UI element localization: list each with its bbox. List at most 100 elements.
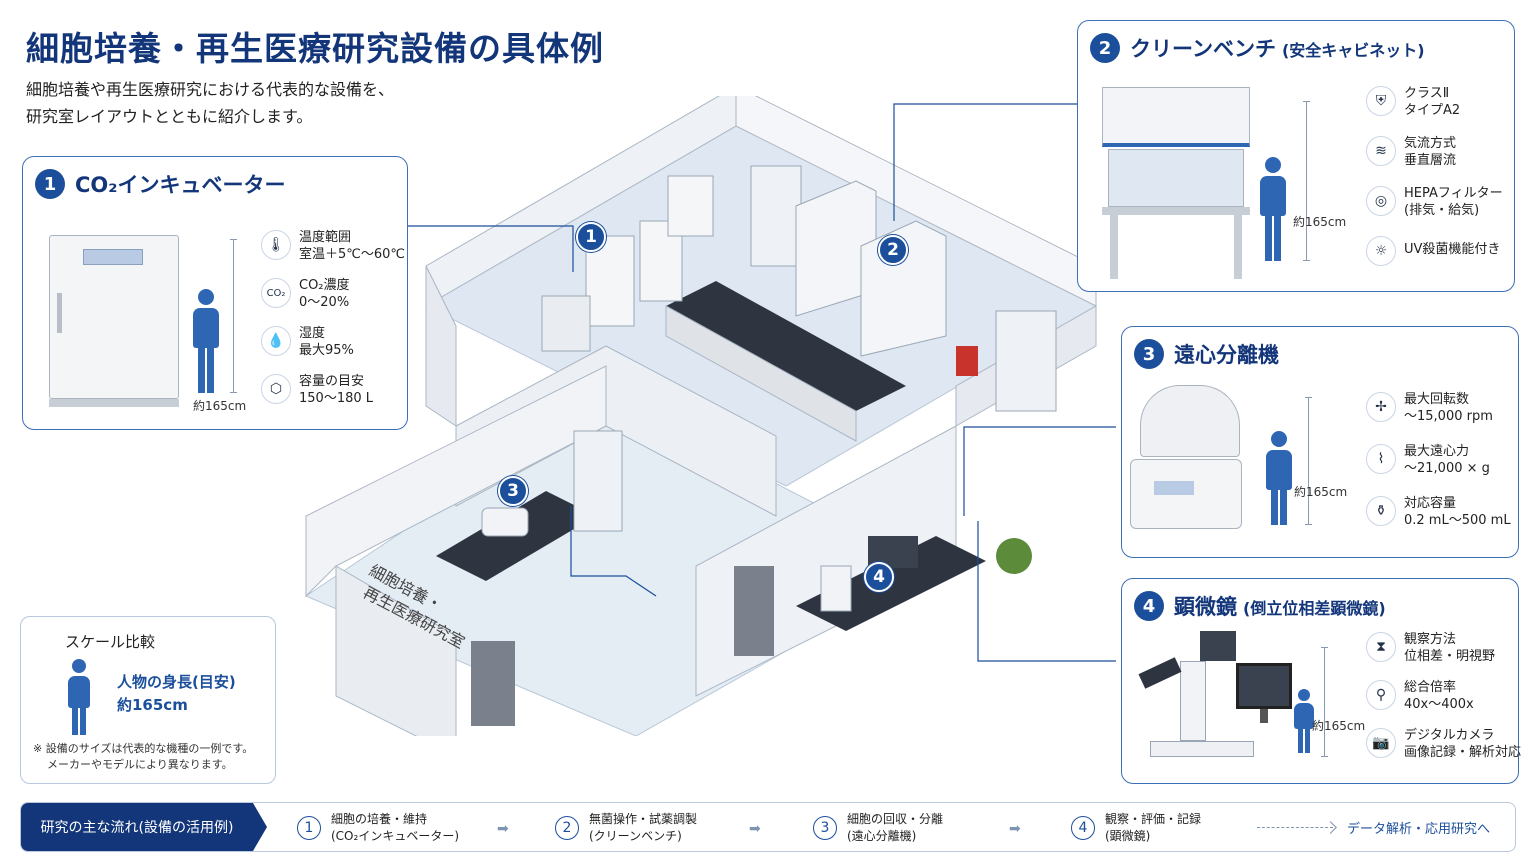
wall-lower-front	[335, 565, 457, 736]
arrow-right-icon: ➡	[1009, 821, 1021, 837]
spec-item: ◎HEPAフィルター(排気・給気)	[1366, 185, 1503, 235]
card-header: 4 顕微鏡(倒立位相差顕微鏡)	[1134, 591, 1386, 621]
lab-marker-1: 1	[576, 222, 606, 252]
flow-end-label: データ解析・応用研究へ	[1347, 822, 1491, 837]
cleanbench-illustration	[1102, 87, 1252, 283]
lab-cabinet	[995, 310, 1057, 412]
rotor-icon: ✢	[1366, 392, 1396, 422]
card-header: 3 遠心分離機	[1134, 339, 1279, 369]
flow-header: 研究の主な流れ(設備の活用例)	[21, 803, 267, 851]
lab-marker-4: 4	[864, 562, 894, 592]
lab-incubator	[667, 175, 714, 237]
card-title: CO₂インキュベーター	[75, 173, 286, 197]
water-drop-icon: 💧	[261, 326, 291, 356]
flow-step-number: 4	[1071, 816, 1095, 840]
uv-icon: ☼	[1366, 236, 1396, 266]
research-flow-bar: 研究の主な流れ(設備の活用例) 1 細胞の培養・維持(CO₂インキュベーター) …	[20, 802, 1516, 852]
scale-note: ※ 設備のサイズは代表的な機種の一例です。 メーカーやモデルにより異なります。	[33, 742, 254, 771]
spec-item: 🌡温度範囲室温＋5℃～60℃	[261, 229, 405, 277]
shield-icon: ⛨	[1366, 86, 1396, 116]
lab-freezer	[573, 430, 623, 532]
card-number: 2	[1090, 33, 1120, 63]
magnifier-icon: ⚲	[1366, 680, 1396, 710]
flow-step: 2 無菌操作・試薬調製(クリーンベンチ)	[555, 811, 697, 845]
lab-marker-2: 2	[878, 235, 908, 265]
monitor-illustration	[1236, 663, 1296, 733]
card-title: 遠心分離機	[1174, 343, 1279, 367]
spec-item: ☼UV殺菌機能付き	[1366, 235, 1503, 285]
subtitle-line: 研究室レイアウトとともに紹介します。	[26, 107, 313, 126]
thermometer-icon: 🌡	[261, 230, 291, 260]
card-centrifuge: 3 遠心分離機 約165cm ✢最大回転数～15,000 rpm ⌇最大遠心力～…	[1121, 326, 1519, 558]
flow-step-number: 3	[813, 816, 837, 840]
lab-door	[471, 641, 515, 726]
page-title: 細胞培養・再生医療研究設備の具体例	[26, 29, 604, 68]
scale-comparison: スケール比較 人物の身長(目安) 約165cm ※ 設備のサイズは代表的な機種の…	[20, 616, 276, 784]
page-subtitle: 細胞培養や再生医療研究における代表的な設備を、 研究室レイアウトとともに紹介しま…	[26, 76, 446, 130]
flow-step: 3 細胞の回収・分離(遠心分離機)	[813, 811, 943, 845]
card-title: クリーンベンチ(安全キャビネット)	[1130, 37, 1425, 61]
connector-line	[977, 521, 1116, 662]
arrow-right-icon: ➡	[497, 821, 509, 837]
lab-sink	[541, 295, 591, 352]
height-measure-line	[1303, 101, 1310, 261]
cube-icon: ⬡	[261, 374, 291, 404]
card-number: 3	[1134, 339, 1164, 369]
card-title: 顕微鏡(倒立位相差顕微鏡)	[1174, 595, 1386, 619]
tube-icon: ⌇	[1366, 444, 1396, 474]
height-measure-line	[1321, 647, 1328, 757]
lab-microscope	[820, 565, 852, 612]
incubator-illustration	[49, 235, 179, 407]
connector-line	[570, 506, 657, 597]
camera-icon: 📷	[1366, 728, 1396, 758]
person-scale-figure	[1264, 431, 1294, 525]
lab-centrifuge	[481, 507, 529, 537]
card-header: 1 CO₂インキュベーター	[35, 169, 285, 199]
person-scale-figure	[1292, 689, 1316, 753]
flow-step-number: 1	[297, 816, 321, 840]
spec-item: ≋気流方式垂直層流	[1366, 135, 1503, 185]
flow-step: 4 観察・評価・記録(顕微鏡)	[1071, 811, 1201, 845]
connector-line	[893, 103, 1078, 221]
lab-marker-3: 3	[498, 476, 528, 506]
wall-lower-left	[305, 365, 607, 598]
centrifuge-illustration	[1130, 385, 1242, 535]
lab-plant	[996, 538, 1032, 574]
connector-line	[963, 426, 1116, 516]
airflow-icon: ≋	[1366, 136, 1396, 166]
card-number: 4	[1134, 591, 1164, 621]
card-number: 1	[35, 169, 65, 199]
lab-door	[734, 566, 774, 656]
spec-item: ✢最大回転数～15,000 rpm	[1366, 391, 1511, 443]
co2-icon: CO₂	[261, 278, 291, 308]
height-label: 約165cm	[1294, 485, 1348, 499]
height-measure-line	[230, 239, 237, 393]
arrow-right-icon: ➡	[749, 821, 761, 837]
central-bench-side	[665, 305, 857, 442]
lab-cabinet	[750, 165, 802, 267]
spec-item: 💧湿度最大95%	[261, 325, 405, 373]
lab-layout-illustration: 細胞培養・ 再生医療研究室	[296, 96, 1116, 736]
central-bench-top	[666, 281, 906, 411]
scale-title: スケール比較	[65, 633, 156, 651]
microscope-illustration	[1138, 631, 1260, 761]
bottle-icon: ⚱	[1366, 496, 1396, 526]
height-label: 約165cm	[1312, 719, 1366, 733]
scale-label: 人物の身長(目安) 約165cm	[117, 673, 236, 714]
height-measure-line	[1305, 397, 1312, 525]
flow-step-number: 2	[555, 816, 579, 840]
card-microscope: 4 顕微鏡(倒立位相差顕微鏡) 約165cm ⧗観察方法位相差・明視野 ⚲総合倍…	[1121, 578, 1521, 784]
lab-biohazard-bin	[956, 346, 978, 376]
person-scale-figure	[191, 289, 221, 393]
centrifuge-specs: ✢最大回転数～15,000 rpm ⌇最大遠心力～21,000 × g ⚱対応容…	[1366, 391, 1511, 547]
spec-item: ⧗観察方法位相差・明視野	[1366, 631, 1521, 679]
person-scale-figure	[65, 659, 93, 735]
